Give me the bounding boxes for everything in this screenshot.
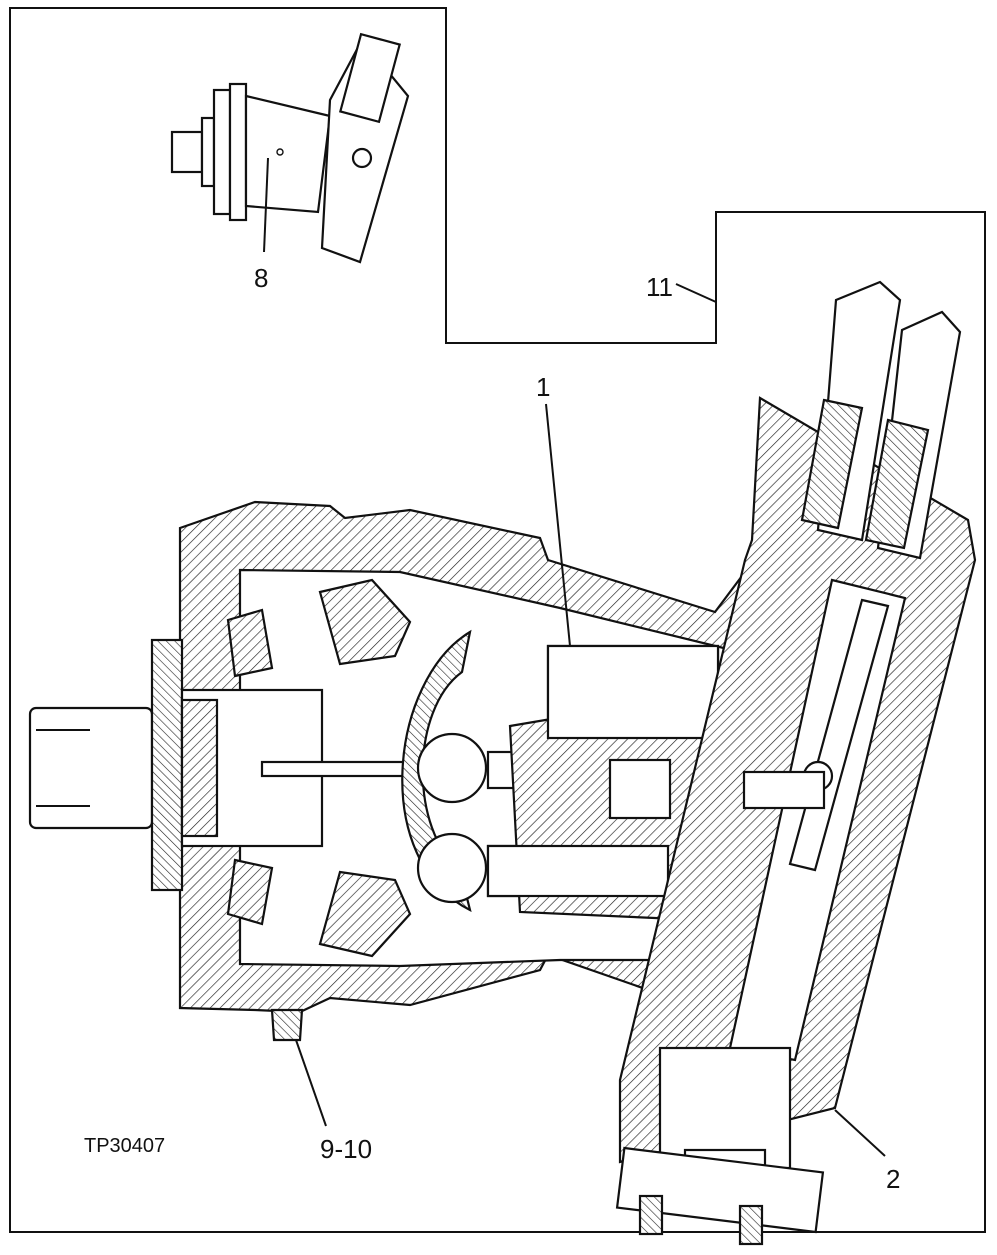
- callout-9-10: 9-10: [320, 1134, 372, 1164]
- callout-1: 1: [536, 372, 550, 402]
- front-flange: [150, 638, 184, 892]
- callout-11: 11: [646, 272, 673, 302]
- leader-1: [545, 403, 571, 647]
- drive-shaft-end: [28, 706, 154, 830]
- inset-pump-view: [170, 32, 410, 264]
- lower-bearing: [318, 870, 412, 958]
- upper-bearing: [318, 578, 412, 666]
- drain-plug: [270, 1008, 304, 1042]
- figure-code: TP30407: [84, 1135, 165, 1157]
- callout-8: 8: [254, 263, 268, 293]
- leader-8: [263, 157, 269, 253]
- leader-2: [834, 1109, 886, 1157]
- leader-11: [675, 283, 717, 303]
- callout-2: 2: [886, 1164, 900, 1194]
- control-valve: [800, 280, 962, 560]
- drive-flange: [401, 629, 472, 913]
- outline-frame: [9, 7, 986, 1233]
- leader-9-10: [295, 1039, 327, 1127]
- main-shaft: [260, 760, 424, 778]
- cover-base-plate: [615, 1146, 825, 1234]
